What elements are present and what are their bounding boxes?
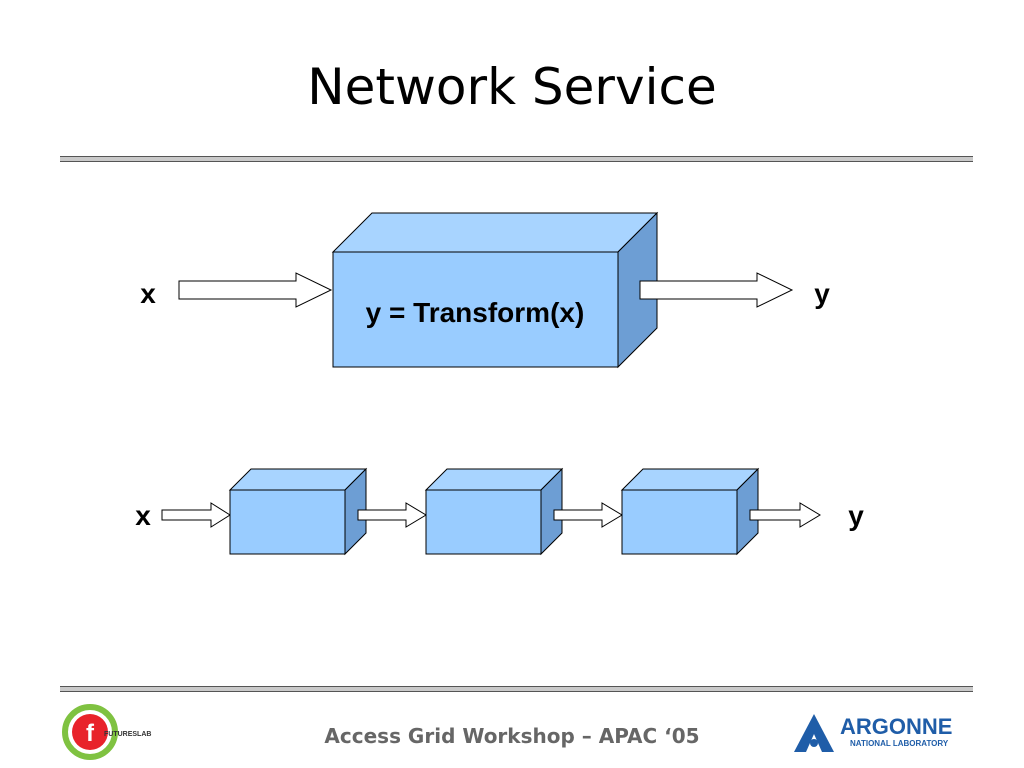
argonne-logo: ARGONNE NATIONAL LABORATORY <box>794 714 952 752</box>
transform-box: y = Transform(x) <box>331 211 659 369</box>
footer-text: Access Grid Workshop – APAC ‘05 <box>324 724 700 748</box>
top-input-arrow <box>178 272 333 308</box>
bottom-output-label: y <box>848 500 864 531</box>
chain-box-2 <box>424 467 564 556</box>
argonne-subtitle: NATIONAL LABORATORY <box>850 739 949 748</box>
argonne-a-icon <box>794 714 834 752</box>
chain-box-1-front <box>229 489 346 555</box>
transform-box-top <box>331 212 659 253</box>
chain-box-3 <box>620 467 760 556</box>
footer-divider <box>60 686 973 692</box>
chain-arrow-2 <box>553 502 623 528</box>
svg-text:f: f <box>86 720 95 747</box>
chain-arrow-1 <box>357 502 427 528</box>
bottom-output-arrow <box>749 502 821 528</box>
chain-box-3-front <box>621 489 738 555</box>
bottom-input-arrow <box>161 502 231 528</box>
chain-box-2-top <box>424 468 564 491</box>
futureslab-core-icon <box>72 714 108 750</box>
chain-box-1 <box>228 467 368 556</box>
futureslab-logo: f FUTURESLAB <box>62 704 151 760</box>
argonne-name: ARGONNE <box>840 714 952 739</box>
top-diagram: x y = Transform(x) y <box>140 211 830 369</box>
chain-box-1-top <box>228 468 368 491</box>
transform-box-front <box>332 251 619 368</box>
bottom-input-label: x <box>135 500 151 531</box>
top-input-label: x <box>140 278 156 309</box>
futureslab-ring-icon <box>62 704 118 760</box>
network-service-diagram: x y = Transform(x) y x <box>135 211 864 556</box>
top-output-arrow <box>639 272 794 308</box>
top-output-label: y <box>814 278 830 309</box>
bottom-diagram: x y <box>135 467 864 556</box>
chain-box-3-top <box>620 468 760 491</box>
futureslab-logo-text: FUTURESLAB <box>104 731 151 738</box>
chain-box-2-front <box>425 489 542 555</box>
title-divider <box>60 156 973 162</box>
transform-box-label: y = Transform(x) <box>366 297 585 328</box>
slide-title: Network Service <box>307 58 717 116</box>
